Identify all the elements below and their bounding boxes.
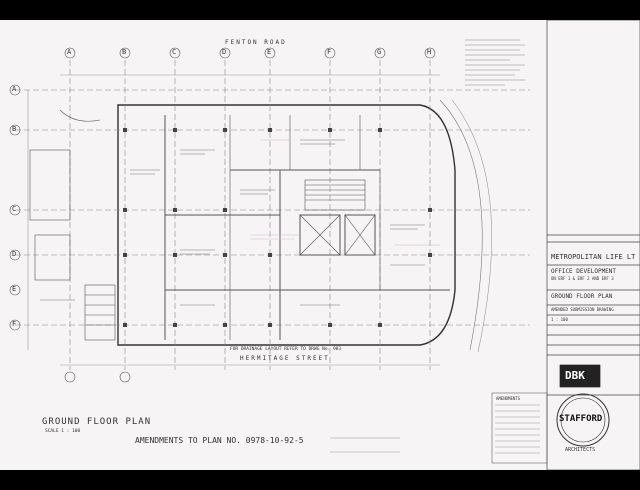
drawing-status: AMENDED SUBMISSION DRAWING xyxy=(551,307,614,312)
amendments-heading: AMENDMENTS xyxy=(496,396,521,401)
street-label-top: FENTON ROAD xyxy=(225,39,287,46)
firm-logo: DBK xyxy=(565,369,585,382)
grid-row-d: D xyxy=(12,250,17,258)
project-subtitle: ON ERF 1 & ERF 2 AND ERF 3 xyxy=(551,276,614,281)
stamp-role: ARCHITECTS xyxy=(565,447,596,453)
amendments-note: AMENDMENTS TO PLAN NO. 0978-10-92-5 xyxy=(135,436,304,445)
grid-label-a: A xyxy=(67,48,72,56)
grid-row-f: F xyxy=(12,320,17,328)
grid-label-g: G xyxy=(377,48,382,56)
grid-row-e: E xyxy=(12,285,17,293)
client-name: METROPOLITAN LIFE LT xyxy=(551,253,636,261)
plan-title: GROUND FLOOR PLAN xyxy=(42,417,152,427)
drainage-note: FOR DRAINAGE LAYOUT REFER TO DRWG No. 90… xyxy=(230,347,342,352)
grid-label-f: F xyxy=(327,48,332,56)
floor-plan-drawing xyxy=(9,20,640,470)
street-label-bottom: HERMITAGE STREET xyxy=(240,355,330,362)
drawing-sheet: A B C D E F G H A B C D E F FENTON ROAD … xyxy=(0,20,640,470)
grid-label-h: H xyxy=(427,48,432,56)
project-title: OFFICE DEVELOPMENT xyxy=(551,268,617,275)
grid-label-d: D xyxy=(222,48,227,56)
grid-label-e: E xyxy=(267,48,272,56)
drawing-scale: 1 : 100 xyxy=(551,317,568,322)
grid-label-c: C xyxy=(172,48,177,56)
grid-row-b: B xyxy=(12,125,17,133)
plan-scale: SCALE 1 : 100 xyxy=(45,429,81,434)
grid-row-c: C xyxy=(12,205,17,213)
drawing-title: GROUND FLOOR PLAN xyxy=(551,293,613,300)
stamp-name: STAFFORD xyxy=(559,414,603,424)
grid-label-b: B xyxy=(122,48,127,56)
grid-row-a: A xyxy=(12,85,17,93)
